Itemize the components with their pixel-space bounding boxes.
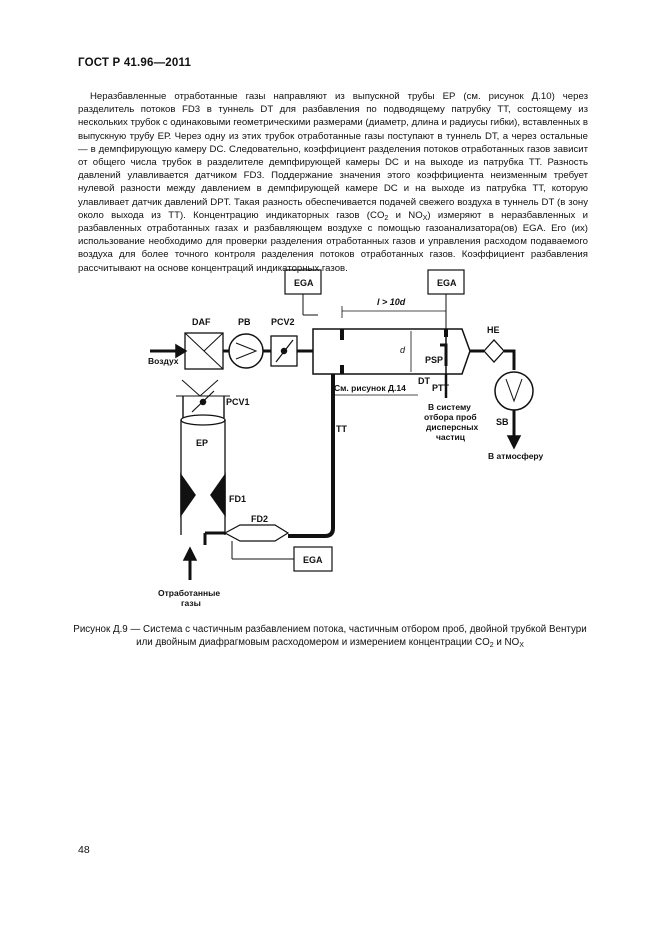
label-exhaust-2: газы: [181, 598, 201, 608]
tt-pipe: [288, 374, 335, 538]
he-valve: [483, 339, 505, 363]
label-daf: DAF: [192, 317, 211, 327]
and-nox-text: и NO: [388, 209, 423, 221]
label-see-figure: См. рисунок Д.14: [334, 383, 406, 393]
label-he: HE: [487, 325, 500, 335]
caption-line-1: Рисунок Д.9 — Система с частичным разбав…: [73, 624, 587, 635]
document-header: ГОСТ Р 41.96—2011: [78, 57, 192, 69]
caption-nox-subscript: X: [519, 642, 524, 649]
label-air: Воздух: [148, 356, 179, 366]
label-ega-top-right: EGA: [437, 278, 457, 288]
label-diameter: d: [400, 345, 406, 355]
label-ptt: PTT: [432, 383, 450, 393]
label-particle-4: частиц: [436, 432, 466, 442]
caption-line-2: или двойным диафрагмовым расходомером и …: [136, 637, 490, 648]
label-ega-bottom: EGA: [303, 555, 323, 565]
label-pcv1: PCV1: [226, 397, 250, 407]
caption-and-nox: и NO: [493, 637, 520, 648]
co-text: CO: [370, 209, 385, 221]
label-pb: PB: [238, 317, 251, 327]
sb-pump: [494, 371, 534, 411]
label-dt: DT: [418, 376, 430, 386]
label-exhaust-1: Отработанные: [158, 588, 220, 598]
paragraph-text: Неразбавленные отработанные газы направл…: [78, 91, 588, 221]
label-sb: SB: [496, 417, 509, 427]
label-fd2: FD2: [251, 514, 268, 524]
figure-caption: Рисунок Д.9 — Система с частичным разбав…: [70, 623, 590, 649]
label-particle-1: В систему: [428, 402, 471, 412]
page-number: 48: [78, 844, 90, 856]
pb-pump: [228, 333, 264, 369]
paragraph-text-2: ) измеряют в неразбавленных и разбавленн…: [78, 209, 588, 274]
label-ep: EP: [196, 438, 208, 448]
nox-subscript: X: [422, 214, 428, 222]
caption-co-subscript: 2: [489, 642, 494, 649]
label-ega-top-left: EGA: [294, 278, 314, 288]
label-fd1: FD1: [229, 494, 246, 504]
body-paragraph: Неразбавленные отработанные газы направл…: [78, 90, 588, 275]
label-length: l > 10d: [377, 297, 406, 307]
label-psp: PSP: [425, 355, 443, 365]
label-tt: TT: [336, 424, 347, 434]
co-subscript: 2: [384, 214, 389, 222]
label-atmosphere: В атмосферу: [488, 451, 544, 461]
label-particle-3: дисперсных: [426, 422, 479, 432]
fd2-element: [223, 524, 290, 542]
ep-pipe-top: [180, 414, 226, 426]
label-pcv2: PCV2: [271, 317, 295, 327]
label-particle-2: отбора проб: [424, 412, 477, 422]
dt-tunnel: [312, 328, 447, 375]
